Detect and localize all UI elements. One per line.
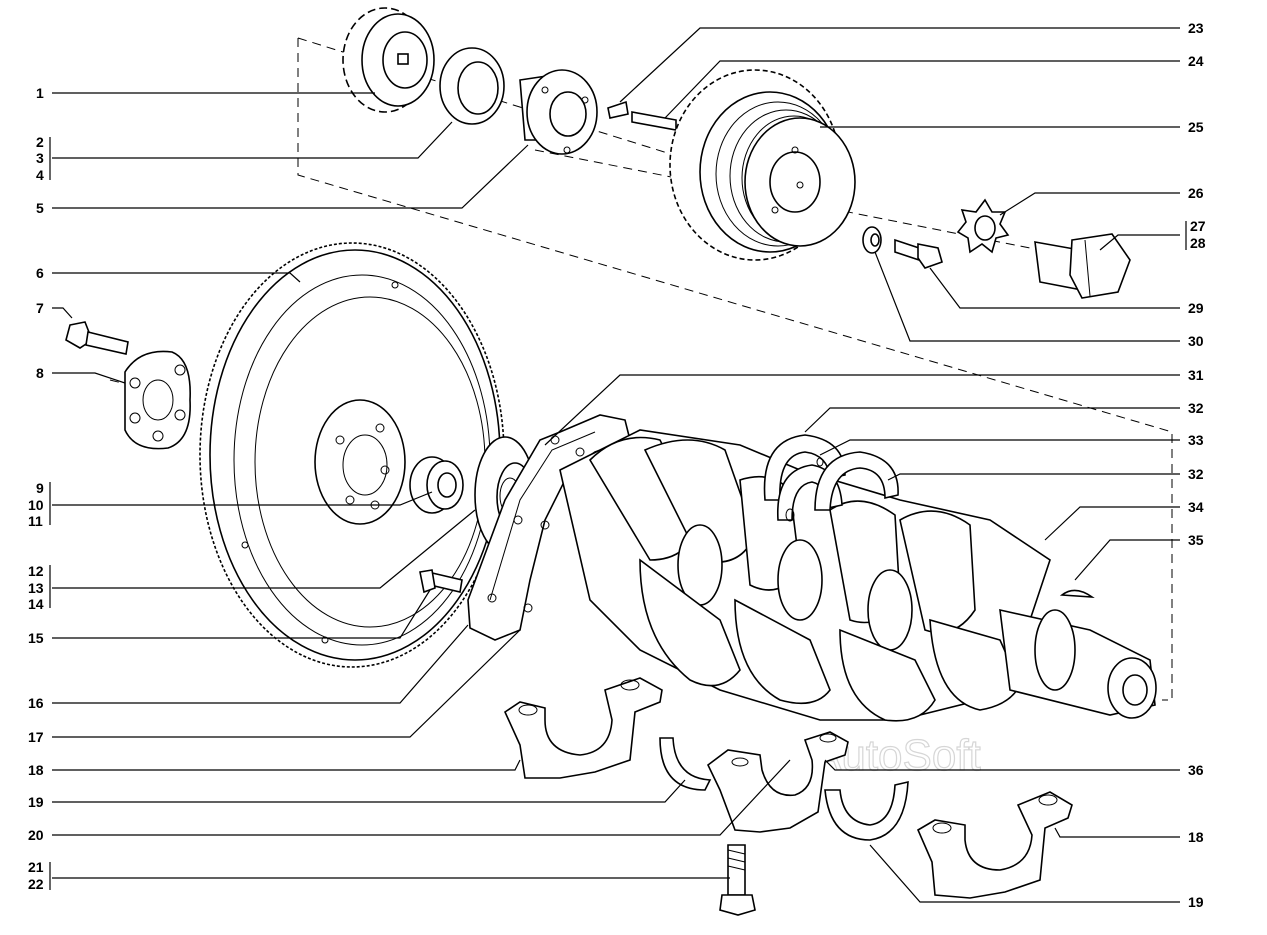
label-22: 22: [28, 876, 44, 892]
label-32-second: 32: [1188, 466, 1204, 482]
label-21: 21: [28, 859, 44, 875]
label-16: 16: [28, 695, 44, 711]
upper-bearing-shells: [763, 434, 899, 522]
timing-sprocket: [342, 7, 435, 113]
label-1: 1: [36, 85, 44, 101]
label-26: 26: [1188, 185, 1204, 201]
label-8: 8: [36, 365, 44, 381]
pulley-bolt: [894, 238, 943, 269]
label-20: 20: [28, 827, 44, 843]
crankshaft: [559, 429, 1157, 722]
label-25: 25: [1188, 119, 1204, 135]
label-9: 9: [36, 480, 44, 496]
sprocket-retaining-bolt: [1034, 233, 1131, 299]
label-19-second: 19: [1188, 894, 1204, 910]
crankshaft-pulley: [669, 69, 856, 261]
label-18-second: 18: [1188, 829, 1204, 845]
main-bearing-cap: [503, 677, 663, 779]
label-35: 35: [1188, 532, 1204, 548]
front-woodruff-key: [1059, 589, 1095, 598]
label-18: 18: [28, 762, 44, 778]
hub: [519, 69, 598, 155]
label-14: 14: [28, 596, 44, 612]
label-34: 34: [1188, 499, 1204, 515]
label-24: 24: [1188, 53, 1204, 69]
label-7: 7: [36, 300, 44, 316]
bearing-cap-bolt: [719, 844, 756, 916]
leader-lines: [49, 27, 1187, 903]
label-28: 28: [1190, 235, 1206, 251]
label-10: 10: [28, 497, 44, 513]
seal-housing-stud: [419, 569, 463, 594]
label-4: 4: [36, 167, 44, 183]
label-17: 17: [28, 729, 44, 745]
flywheel-bolt: [65, 321, 129, 355]
label-6: 6: [36, 265, 44, 281]
star-lock-washer: [956, 198, 1010, 254]
callout-labels: 1 2 3 4 5 6 7 8 9 10 11 12 13 14 15 16 1…: [28, 20, 1206, 910]
main-bearing-cap-rear: [916, 791, 1073, 899]
label-23: 23: [1188, 20, 1204, 36]
centre-bearing-cap: [706, 731, 849, 833]
pilot-bearing: [409, 456, 464, 514]
label-3: 3: [36, 150, 44, 166]
label-5: 5: [36, 200, 44, 216]
washer: [862, 226, 882, 254]
label-33: 33: [1188, 432, 1204, 448]
label-27: 27: [1190, 218, 1206, 234]
flywheel-washer-plate: [124, 350, 191, 450]
label-13: 13: [28, 580, 44, 596]
label-31: 31: [1188, 367, 1204, 383]
flywheel: [199, 242, 505, 668]
label-11: 11: [28, 513, 43, 529]
thrust-washer: [659, 737, 909, 841]
label-19: 19: [28, 794, 44, 810]
oil-seal: [439, 47, 505, 125]
label-30: 30: [1188, 333, 1204, 349]
label-29: 29: [1188, 300, 1204, 316]
label-15: 15: [28, 630, 44, 646]
label-12: 12: [28, 563, 44, 579]
label-32: 32: [1188, 400, 1204, 416]
label-2: 2: [36, 134, 44, 150]
label-36: 36: [1188, 762, 1204, 778]
woodruff-key: [607, 100, 629, 119]
flat-key: [631, 111, 677, 131]
